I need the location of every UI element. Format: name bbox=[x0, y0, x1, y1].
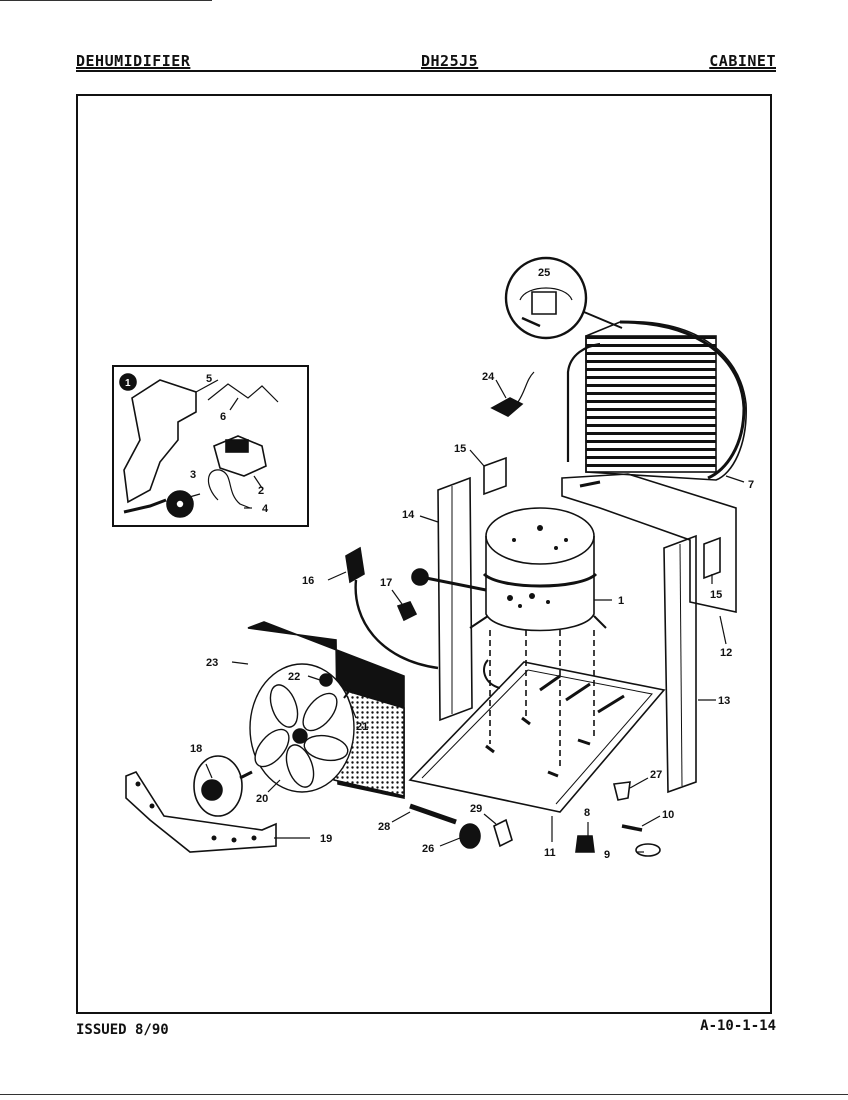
compressor-shading bbox=[507, 525, 568, 608]
right-upright-inner bbox=[679, 543, 683, 787]
capacitor-wire bbox=[521, 316, 541, 328]
fan-motor-shaft bbox=[239, 770, 253, 780]
inset-cover-part bbox=[123, 379, 197, 504]
top-panel bbox=[561, 473, 737, 613]
callout-16: 16 bbox=[302, 575, 314, 587]
header-category: DEHUMIDIFIER bbox=[76, 52, 191, 70]
grommet bbox=[459, 823, 481, 849]
bracket-left bbox=[483, 456, 507, 496]
callout-19: 19 bbox=[320, 833, 332, 845]
callout-9: 9 bbox=[604, 849, 610, 861]
foot bbox=[635, 843, 661, 857]
callout-4: 4 bbox=[262, 503, 269, 515]
callout-28: 28 bbox=[378, 821, 390, 833]
strain-relief bbox=[396, 601, 418, 622]
inset-wire bbox=[207, 383, 279, 403]
capacitor-clip-wire bbox=[517, 371, 535, 403]
callout-26: 26 bbox=[422, 843, 434, 855]
power-cord bbox=[354, 579, 439, 670]
bottom-edge-line bbox=[0, 1094, 848, 1095]
callout-11: 11 bbox=[544, 847, 556, 859]
page-code: A-10-1-14 bbox=[700, 1018, 776, 1034]
callout-numbers: 1 2 3 4 5 6 7 8 9 10 11 12 13 14 15 15 1… bbox=[125, 267, 754, 861]
callout-leaders bbox=[185, 379, 745, 853]
callout-12: 12 bbox=[720, 647, 732, 659]
power-cord-lead bbox=[483, 659, 501, 689]
callout-10: 10 bbox=[662, 809, 674, 821]
fan-clip bbox=[341, 683, 352, 699]
diagram-frame bbox=[76, 94, 772, 1014]
coil-outline bbox=[585, 320, 747, 481]
capacitor-clip bbox=[490, 397, 524, 417]
drain-tube bbox=[409, 803, 457, 825]
inset-relay-top bbox=[225, 439, 249, 453]
coil-tube bbox=[619, 320, 746, 480]
coil-return-tube bbox=[566, 342, 601, 462]
drain-clip bbox=[493, 818, 513, 848]
inset-loop-wire bbox=[207, 469, 251, 509]
issued-date: ISSUED 8/90 bbox=[76, 1022, 169, 1038]
motor-bracket bbox=[125, 771, 277, 853]
compressor-band bbox=[482, 572, 598, 588]
callout-15-right: 15 bbox=[710, 589, 722, 601]
callout-13: 13 bbox=[718, 695, 730, 707]
callout-18: 18 bbox=[190, 743, 202, 755]
fan-motor-hub bbox=[201, 779, 223, 801]
callout-7: 7 bbox=[748, 479, 754, 491]
mount-guide-lines bbox=[489, 630, 595, 768]
callout-29: 29 bbox=[470, 803, 482, 815]
compressor-top bbox=[485, 507, 595, 565]
power-cord-plug bbox=[345, 546, 365, 584]
callout-2: 2 bbox=[258, 485, 264, 497]
motor-bracket-holes bbox=[135, 781, 257, 843]
inset-overload-center bbox=[175, 499, 185, 509]
callout-22: 22 bbox=[288, 671, 300, 683]
callout-8: 8 bbox=[584, 807, 590, 819]
plug-button bbox=[613, 781, 631, 801]
callout-6: 6 bbox=[220, 411, 226, 423]
base-pan-rim bbox=[421, 669, 653, 805]
callout-15-left: 15 bbox=[454, 443, 466, 455]
fan-blade bbox=[254, 684, 349, 788]
bracket-right bbox=[703, 536, 721, 580]
compressor-body bbox=[485, 536, 595, 632]
callout-25: 25 bbox=[538, 267, 550, 279]
header-rule bbox=[76, 70, 776, 72]
foot-grommet bbox=[575, 835, 595, 853]
left-upright bbox=[437, 476, 473, 722]
callout-1: 1 bbox=[618, 595, 624, 607]
callout-21: 21 bbox=[356, 721, 368, 733]
inset-marker bbox=[119, 373, 137, 391]
callout-5: 5 bbox=[206, 373, 212, 385]
compressor-callout-leader bbox=[425, 576, 487, 592]
base-mount-tabs bbox=[485, 716, 591, 778]
callout-24: 24 bbox=[482, 371, 495, 383]
inset-lead bbox=[123, 498, 167, 514]
top-edge-line bbox=[0, 0, 212, 1]
capacitor-detail-circle bbox=[504, 256, 588, 340]
top-panel-slot bbox=[579, 480, 601, 488]
callout-27: 27 bbox=[650, 769, 662, 781]
fan-nut bbox=[319, 673, 333, 687]
callout-20: 20 bbox=[256, 793, 268, 805]
header-section: CABINET bbox=[709, 52, 776, 70]
callout-14: 14 bbox=[402, 509, 415, 521]
capacitor-body bbox=[531, 291, 557, 315]
compressor-callout-marker bbox=[411, 568, 429, 586]
base-pan-ribs bbox=[539, 674, 625, 714]
capacitor-band bbox=[519, 287, 573, 301]
right-upright bbox=[663, 534, 697, 794]
base-pan bbox=[408, 661, 666, 813]
inset-marker-number: 1 bbox=[125, 378, 131, 389]
callout-23: 23 bbox=[206, 657, 218, 669]
inset-box bbox=[112, 365, 309, 527]
callout-17: 17 bbox=[380, 577, 392, 589]
coil-fins bbox=[585, 335, 717, 473]
screw bbox=[621, 824, 643, 832]
capacitor-leader bbox=[583, 311, 623, 329]
callout-3: 3 bbox=[190, 469, 196, 481]
header-model: DH25J5 bbox=[421, 52, 479, 70]
compressor-feet bbox=[469, 615, 607, 629]
